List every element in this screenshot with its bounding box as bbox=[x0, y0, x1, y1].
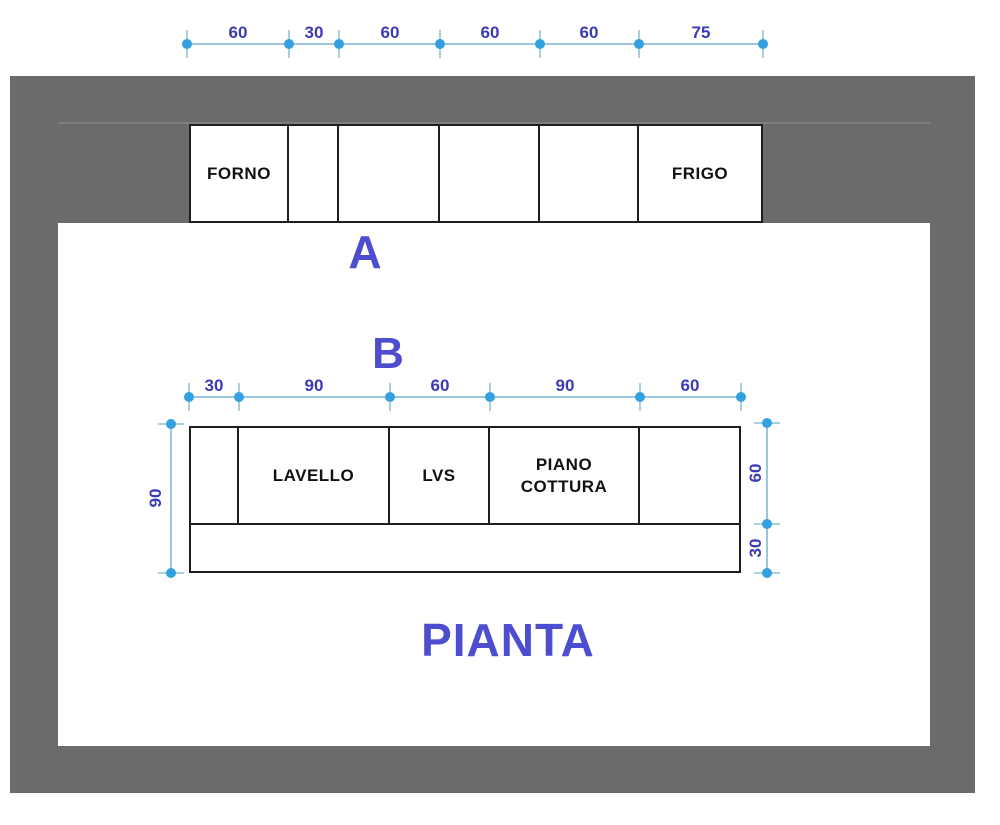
island-cell bbox=[640, 428, 739, 523]
dimension-marker-dot bbox=[535, 39, 545, 49]
island-cell-lavello: LAVELLO bbox=[239, 428, 390, 523]
right-dimension-line bbox=[766, 423, 768, 573]
cabinet-cell bbox=[440, 126, 540, 221]
plan-title: PIANTA bbox=[421, 614, 595, 666]
cabinet-cell-forno: FORNO bbox=[191, 126, 289, 221]
dimension-marker-dot bbox=[758, 39, 768, 49]
dimension-marker-dot bbox=[234, 392, 244, 402]
top-dimension-value: 30 bbox=[304, 23, 324, 42]
cabinet-label: FRIGO bbox=[671, 163, 729, 183]
wall-left bbox=[10, 76, 58, 746]
wall-top bbox=[10, 76, 975, 122]
cabinet-cell bbox=[540, 126, 639, 221]
dimension-marker-dot bbox=[182, 39, 192, 49]
island-upper-row: LAVELLO LVS PIANO COTTURA bbox=[191, 428, 739, 523]
dimension-marker-dot bbox=[762, 519, 772, 529]
dimension-marker-dot bbox=[762, 568, 772, 578]
wall-cabinet-row: FORNO FRIGO bbox=[189, 124, 763, 223]
island-dimension-value: 60 bbox=[680, 376, 700, 395]
cabinet-label: PIANO COTTURA bbox=[520, 455, 608, 496]
dimension-marker-dot bbox=[485, 392, 495, 402]
dimension-marker-dot bbox=[736, 392, 746, 402]
island-dimension-line bbox=[189, 396, 741, 398]
dimension-marker-dot bbox=[762, 418, 772, 428]
left-dimension-line bbox=[170, 424, 172, 573]
section-b-label: B bbox=[372, 329, 404, 378]
island-cell bbox=[191, 428, 239, 523]
right-bottom-depth-value: 30 bbox=[746, 538, 765, 558]
top-dimension-line bbox=[187, 43, 763, 45]
dimension-marker-dot bbox=[334, 39, 344, 49]
dimension-marker-dot bbox=[385, 392, 395, 402]
dimension-marker-dot bbox=[635, 392, 645, 402]
left-depth-value: 90 bbox=[146, 488, 165, 508]
cabinet-label: FORNO bbox=[207, 163, 271, 183]
island-cell-lvs: LVS bbox=[390, 428, 490, 523]
dimension-marker-dot bbox=[435, 39, 445, 49]
dimension-marker-dot bbox=[166, 419, 176, 429]
dimension-marker-dot bbox=[634, 39, 644, 49]
island-dimension-value: 60 bbox=[430, 376, 450, 395]
island-cell-piano-cottura: PIANO COTTURA bbox=[490, 428, 640, 523]
top-dimension-value: 60 bbox=[579, 23, 599, 42]
cabinet-cell-frigo: FRIGO bbox=[639, 126, 761, 221]
island-cabinet-block: LAVELLO LVS PIANO COTTURA bbox=[189, 426, 741, 573]
dimension-marker-dot bbox=[184, 392, 194, 402]
dimension-marker-dot bbox=[284, 39, 294, 49]
top-dimension-value: 75 bbox=[691, 23, 711, 42]
island-lower-band bbox=[191, 523, 739, 571]
dimension-marker-dot bbox=[166, 568, 176, 578]
cabinet-label: LAVELLO bbox=[272, 465, 355, 485]
wall-bottom bbox=[10, 746, 975, 793]
cabinet-cell bbox=[339, 126, 440, 221]
top-dimension-value: 60 bbox=[380, 23, 400, 42]
cabinet-label: LVS bbox=[422, 465, 456, 485]
right-top-depth-value: 60 bbox=[746, 463, 765, 483]
island-dimension-value: 90 bbox=[555, 376, 575, 395]
island-dimension-value: 90 bbox=[304, 376, 324, 395]
wall-right bbox=[930, 76, 975, 746]
top-dimension-value: 60 bbox=[480, 23, 500, 42]
top-dimension-value: 60 bbox=[228, 23, 248, 42]
island-dimension-value: 30 bbox=[204, 376, 224, 395]
section-a-label: A bbox=[348, 226, 382, 278]
cabinet-cell bbox=[289, 126, 339, 221]
